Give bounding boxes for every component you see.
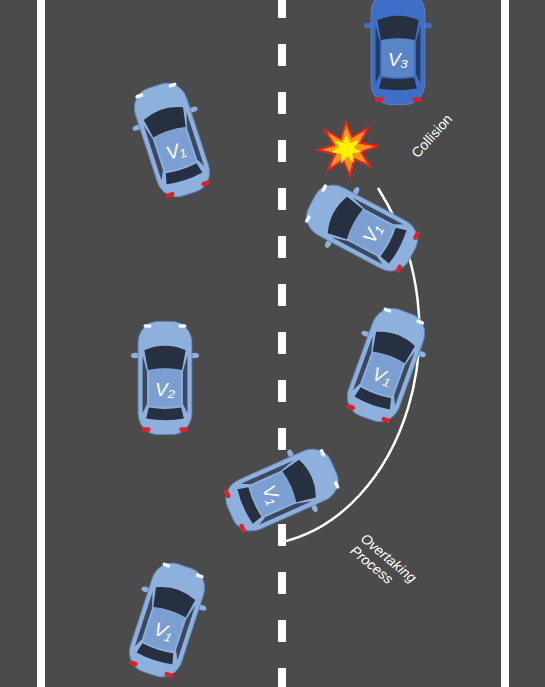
head-light: [383, 307, 392, 313]
car-shell: [341, 303, 430, 428]
head-light: [416, 319, 425, 325]
car-shell: [138, 321, 192, 434]
vehicle-label: V₃: [363, 49, 433, 71]
head-light: [195, 573, 204, 579]
windshield: [144, 346, 185, 370]
rear-window: [354, 386, 394, 411]
car-shell: [219, 442, 344, 537]
head-light: [333, 480, 340, 489]
side-window: [143, 356, 147, 413]
head-light: [168, 82, 177, 88]
vehicle-label: V₂: [130, 379, 200, 401]
tail-light: [412, 97, 421, 101]
tail-light: [239, 523, 247, 533]
collision-core: [331, 134, 362, 164]
side-window: [173, 604, 195, 660]
rear-window: [379, 78, 417, 91]
head-light: [162, 562, 171, 568]
tail-light: [164, 671, 174, 678]
tail-light: [142, 427, 151, 431]
tail-light: [381, 416, 391, 423]
tail-light: [346, 403, 356, 410]
car: V₂: [130, 313, 200, 443]
tail-light: [375, 97, 384, 101]
center-dash: [278, 0, 286, 687]
head-light: [143, 324, 151, 328]
side-window: [416, 26, 420, 83]
windshield: [377, 16, 418, 40]
rear-window: [146, 408, 184, 421]
tail-light: [395, 264, 403, 274]
edge-line: [501, 0, 509, 687]
rear-window: [136, 642, 176, 666]
car: V₃: [363, 0, 433, 113]
car-shell: [129, 78, 215, 202]
head-light: [321, 184, 328, 193]
tail-light: [223, 489, 231, 499]
tail-light: [128, 660, 138, 667]
side-window: [144, 124, 166, 180]
car-shell: [299, 178, 424, 279]
head-light: [319, 448, 326, 457]
head-light: [135, 93, 144, 99]
tail-light: [412, 231, 420, 241]
tail-light: [201, 180, 211, 187]
side-window: [391, 350, 415, 406]
side-window: [376, 26, 380, 83]
tail-light: [165, 191, 175, 198]
collision-star: [318, 122, 378, 176]
head-light: [178, 324, 186, 328]
car-shell: [124, 558, 210, 682]
car-body: [130, 313, 200, 443]
tail-light: [179, 427, 188, 431]
head-light: [304, 215, 311, 224]
rear-window: [163, 162, 203, 186]
side-window: [183, 356, 187, 413]
edge-line: [37, 0, 45, 687]
